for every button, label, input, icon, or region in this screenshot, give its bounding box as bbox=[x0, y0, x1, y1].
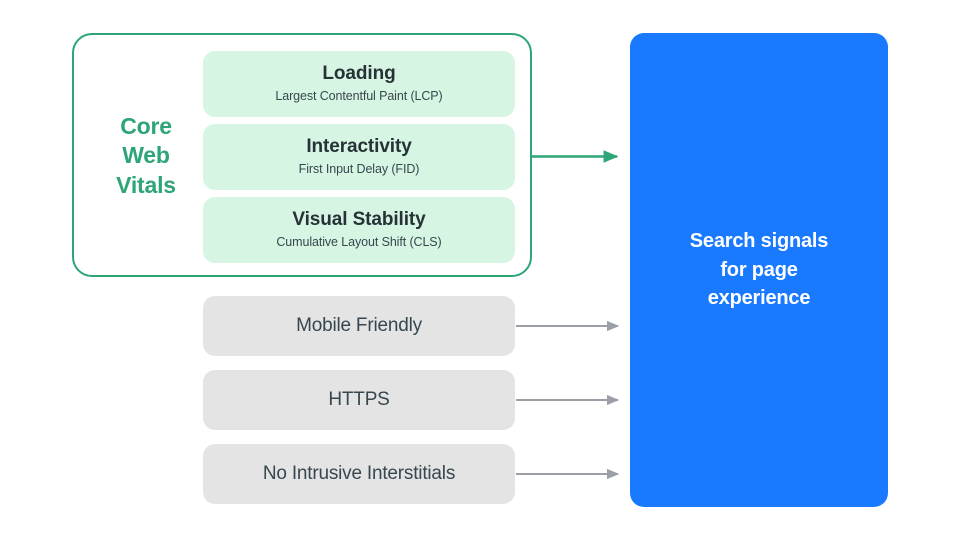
signal-box-no-intrusive-interstitials[interactable]: No Intrusive Interstitials bbox=[203, 444, 515, 504]
metric-card-title: Visual Stability bbox=[292, 209, 426, 231]
signal-box-mobile-friendly[interactable]: Mobile Friendly bbox=[203, 296, 515, 356]
metric-card-subtitle: Cumulative Layout Shift (CLS) bbox=[276, 235, 442, 250]
search-signals-panel[interactable]: Search signals for page experience bbox=[630, 33, 888, 507]
signal-box-https[interactable]: HTTPS bbox=[203, 370, 515, 430]
metric-card-loading[interactable]: Loading Largest Contentful Paint (LCP) bbox=[203, 51, 515, 117]
core-web-vitals-label-line-2: Web bbox=[122, 142, 170, 169]
core-web-vitals-group-label: Core Web Vitals bbox=[96, 112, 196, 200]
core-web-vitals-label-line-3: Vitals bbox=[116, 171, 176, 198]
core-web-vitals-group bbox=[72, 33, 532, 277]
core-web-vitals-label-line-1: Core bbox=[120, 113, 172, 139]
metric-card-title: Interactivity bbox=[306, 136, 412, 158]
signal-box-label: HTTPS bbox=[328, 389, 390, 410]
signal-box-label: Mobile Friendly bbox=[296, 315, 422, 336]
signal-box-label: No Intrusive Interstitials bbox=[262, 463, 456, 484]
search-signals-panel-label: Search signals for page experience bbox=[689, 230, 829, 310]
metric-card-visual-stability[interactable]: Visual Stability Cumulative Layout Shift… bbox=[203, 197, 515, 263]
metric-card-title: Loading bbox=[322, 63, 396, 85]
metric-card-subtitle: Largest Contentful Paint (LCP) bbox=[275, 89, 443, 104]
metric-card-subtitle: First Input Delay (FID) bbox=[298, 162, 420, 177]
metric-card-interactivity[interactable]: Interactivity First Input Delay (FID) bbox=[203, 124, 515, 190]
